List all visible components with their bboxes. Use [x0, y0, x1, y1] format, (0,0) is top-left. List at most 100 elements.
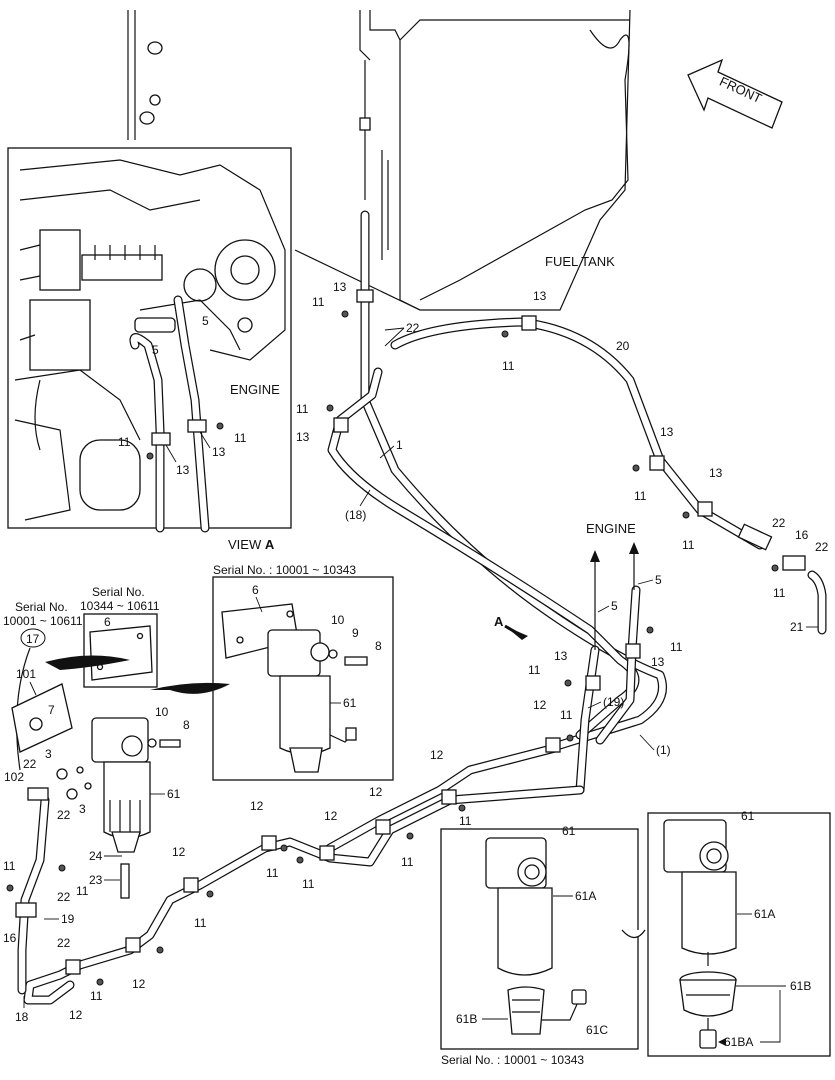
callout-61b: 61B — [790, 979, 811, 993]
callout-19: (19) — [603, 695, 624, 709]
filter-detail-box: 61 61A 61B 61BA — [621, 809, 831, 1057]
callout-22: 22 — [815, 540, 829, 554]
callout-17: 17 — [26, 632, 40, 646]
callout-11: 11 — [302, 877, 315, 891]
callout-22: 22 — [57, 890, 71, 904]
callout-13: 13 — [333, 280, 347, 294]
left-filter-assembly: Serial No. 10001 ~ 10611 17 101 7 10 8 3… — [3, 600, 230, 1024]
callout-9: 9 — [352, 626, 359, 640]
callout-24: 24 — [89, 849, 103, 863]
callout-22: 22 — [772, 516, 786, 530]
callout-13: 13 — [554, 649, 568, 663]
engine-top-label: ENGINE — [586, 521, 636, 536]
callout-12: 12 — [369, 785, 383, 799]
callout-12: 12 — [430, 748, 444, 762]
callout-23: 23 — [89, 873, 103, 887]
callout-101: 101 — [16, 667, 36, 681]
callout-11: 11 — [670, 640, 683, 654]
callout-6: 6 — [252, 583, 259, 597]
callout-22: 22 — [406, 321, 420, 335]
callout-7: 7 — [48, 703, 55, 717]
callout-5: 5 — [611, 599, 618, 613]
callout-61: 61 — [167, 787, 181, 801]
callout-1: (1) — [656, 743, 671, 757]
callout-16: 16 — [3, 931, 17, 945]
serial-title: Serial No. — [92, 585, 145, 599]
callout-10: 10 — [331, 613, 345, 627]
main-callouts: 11 13 22 13 11 20 11 13 1 (18) 13 11 13 … — [69, 280, 829, 1022]
serial-label: Serial No. : 10001 ~ 10343 — [213, 563, 356, 577]
callout-5: 5 — [152, 343, 159, 357]
callout-11: 11 — [773, 586, 786, 600]
callout-12: 12 — [250, 799, 264, 813]
callout-11: 11 — [682, 538, 695, 552]
callout-11: 11 — [266, 866, 279, 880]
engine-illustration — [14, 159, 286, 521]
callout-1: 1 — [396, 438, 403, 452]
serial-label: Serial No. : 10001 ~ 10343 — [441, 1053, 584, 1067]
callout-11: 11 — [401, 855, 414, 869]
callout-13: 13 — [212, 445, 226, 459]
callout-12: 12 — [324, 809, 338, 823]
callout-11: 11 — [234, 431, 247, 445]
callout-13: 13 — [296, 430, 310, 444]
fuel-tank: FUEL TANK — [127, 9, 631, 311]
callout-11: 11 — [312, 295, 325, 309]
callout-12: 12 — [172, 845, 186, 859]
serial-box-small: Serial No. 10344 ~ 10611 6 — [80, 585, 160, 688]
callout-18: 18 — [15, 1010, 29, 1024]
callout-21: 21 — [790, 620, 804, 634]
callout-5: 5 — [202, 314, 209, 328]
callout-13: 13 — [176, 463, 190, 477]
callout-13: 13 — [533, 289, 547, 303]
callout-19: 19 — [61, 912, 75, 926]
view-a-panel: 5 5 ENGINE 11 11 13 13 VIEW A — [7, 147, 292, 552]
callout-11: 11 — [3, 859, 16, 873]
serial-title: Serial No. — [15, 600, 68, 614]
callout-11: 11 — [502, 359, 515, 373]
callout-13: 13 — [660, 425, 674, 439]
callout-61: 61 — [562, 824, 576, 838]
front-arrow: FRONT — [687, 58, 783, 129]
callout-16: 16 — [795, 528, 809, 542]
callout-10: 10 — [155, 705, 169, 719]
callout-61: 61 — [741, 809, 755, 823]
callout-3: 3 — [45, 747, 52, 761]
callout-102: 102 — [4, 770, 24, 784]
callout-11: 11 — [528, 663, 541, 677]
callout-13: 13 — [709, 466, 723, 480]
callout-11: 11 — [76, 884, 89, 898]
callout-11: 11 — [459, 814, 472, 828]
callout-6: 6 — [104, 615, 111, 629]
callout-3: 3 — [79, 802, 86, 816]
callout-61a: 61A — [575, 889, 596, 903]
view-a-arrow-label: A — [494, 614, 504, 629]
callout-11: 11 — [90, 989, 103, 1003]
fuel-tank-label: FUEL TANK — [545, 254, 615, 269]
serial-box-top: Serial No. : 10001 ~ 10343 6 10 9 8 61 — [212, 563, 394, 781]
callout-8: 8 — [375, 639, 382, 653]
callout-11: 11 — [634, 489, 647, 503]
callout-11: 11 — [118, 435, 131, 449]
callout-61b: 61B — [456, 1012, 477, 1026]
serial-range: 10344 ~ 10611 — [80, 599, 160, 613]
callout-8: 8 — [183, 718, 190, 732]
callout-61a: 61A — [754, 907, 775, 921]
callout-11: 11 — [296, 402, 309, 416]
engine-label: ENGINE — [230, 382, 280, 397]
view-a-label: VIEW A — [228, 537, 275, 552]
callout-12: 12 — [132, 977, 146, 991]
callout-5: 5 — [655, 573, 662, 587]
hose-routing: ENGINE A — [17, 210, 827, 1005]
callout-12: 12 — [69, 1008, 83, 1022]
callout-18: (18) — [345, 508, 366, 522]
callout-22: 22 — [57, 808, 71, 822]
callout-20: 20 — [616, 339, 630, 353]
callout-61ba: 61BA — [724, 1035, 753, 1049]
callout-11: 11 — [194, 916, 207, 930]
callout-11: 11 — [560, 708, 573, 722]
callout-13: 13 — [651, 655, 665, 669]
callout-12: 12 — [533, 698, 547, 712]
serial-range: 10001 ~ 10611 — [3, 614, 83, 628]
